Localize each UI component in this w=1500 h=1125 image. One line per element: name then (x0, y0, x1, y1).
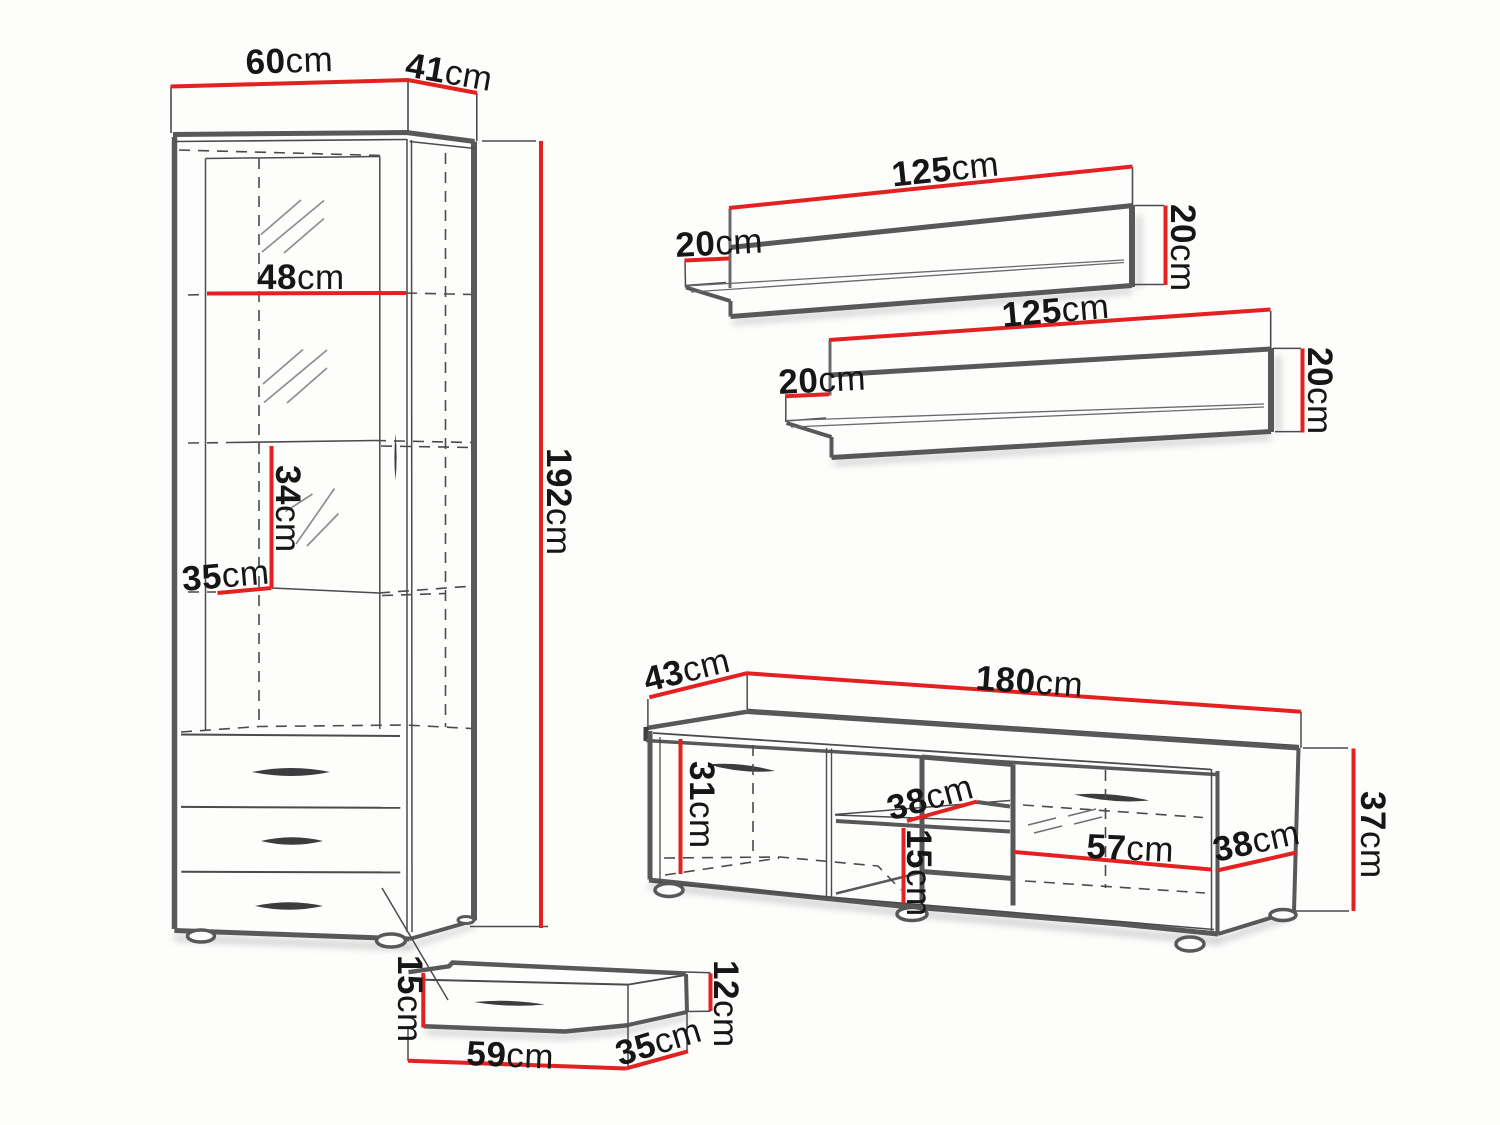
svg-text:20cm: 20cm (1300, 347, 1339, 435)
svg-text:48cm: 48cm (257, 258, 345, 297)
svg-text:31cm: 31cm (682, 761, 721, 849)
svg-text:60cm: 60cm (245, 40, 334, 82)
svg-text:35cm: 35cm (180, 552, 271, 598)
svg-text:15cm: 15cm (390, 955, 429, 1043)
svg-text:192cm: 192cm (539, 448, 578, 556)
svg-text:37cm: 37cm (1353, 791, 1392, 879)
svg-text:12cm: 12cm (706, 960, 745, 1048)
svg-text:180cm: 180cm (974, 659, 1084, 705)
svg-text:34cm: 34cm (268, 465, 307, 553)
svg-text:125cm: 125cm (1000, 287, 1111, 335)
svg-text:43cm: 43cm (640, 641, 734, 700)
svg-text:15cm: 15cm (899, 829, 938, 917)
svg-text:59cm: 59cm (466, 1034, 555, 1077)
svg-text:41cm: 41cm (403, 45, 496, 99)
svg-text:57cm: 57cm (1086, 827, 1175, 870)
svg-text:38cm: 38cm (1209, 813, 1303, 870)
svg-text:20cm: 20cm (1163, 204, 1202, 292)
svg-text:20cm: 20cm (777, 358, 867, 402)
svg-text:125cm: 125cm (890, 144, 1001, 194)
svg-text:20cm: 20cm (674, 221, 764, 265)
